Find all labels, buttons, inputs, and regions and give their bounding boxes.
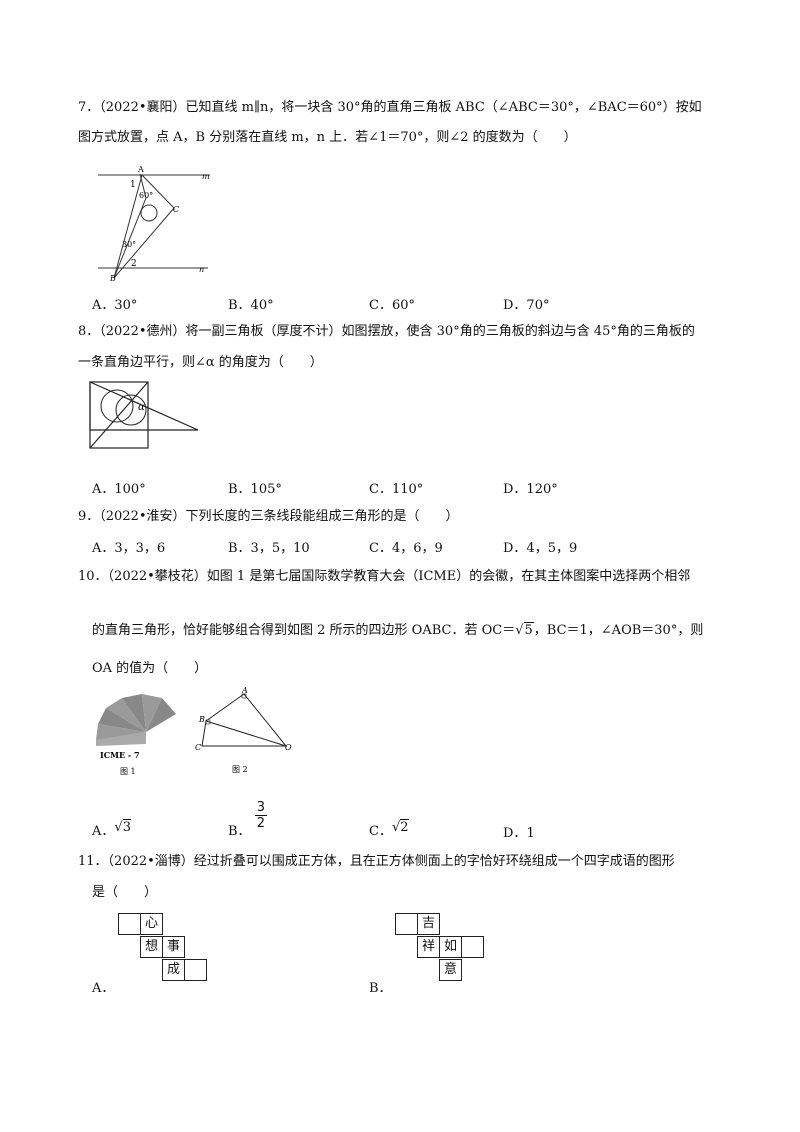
q11-option-b-label[interactable]: B．	[369, 981, 392, 996]
q10-option-a-sqrt-symbol: √	[114, 820, 123, 835]
q7-option-a[interactable]: A．30°	[92, 298, 138, 313]
q9-line1: 9．（2022•淮安）下列长度的三条线段能组成三角形的是（ ）	[78, 509, 459, 524]
q10-option-b[interactable]: B． 3 2	[228, 800, 267, 839]
q9-option-c[interactable]: C．4，6，9	[369, 541, 443, 556]
q11-line1: 11．（2022•淄博）经过折叠可以围成正方体，且在正方体侧面上的字恰好环绕组成…	[78, 854, 675, 869]
net-b-cell-4: 意	[439, 959, 462, 981]
net-a-cell-4: 成	[162, 959, 185, 981]
q8-label-alpha: α	[138, 402, 145, 413]
q8-figure: α	[89, 381, 199, 449]
q7-line2: 图方式放置，点 A，B 分别落在直线 m，n 上．若∠1＝70°，则∠2 的度数…	[78, 130, 577, 145]
q8-option-b[interactable]: B．105°	[228, 482, 282, 497]
q10-sqrt-symbol: √	[515, 623, 524, 638]
q7-label-60: 60°	[139, 191, 153, 200]
q10-option-b-denominator: 2	[256, 816, 265, 831]
q10-line1: 10．（2022•攀枝花）如图 1 是第七届国际数学教育大会（ICME）的会徽，…	[78, 569, 691, 584]
q7-label-1: 1	[130, 180, 136, 190]
net-a-cell-blank-2	[184, 959, 207, 981]
q10-line2-part-c: ，BC＝1，∠AOB＝30°，则	[533, 623, 704, 638]
q10-option-b-fraction: 3 2	[254, 800, 267, 831]
net-b-cell-1: 吉	[417, 913, 440, 935]
q8-option-d[interactable]: D．120°	[503, 482, 558, 497]
q10-option-a-prefix: A．	[92, 824, 115, 839]
q9-option-b[interactable]: B．3，5，10	[228, 541, 310, 556]
q11-line2: 是（ ）	[92, 885, 158, 900]
net-b-cell-blank-1	[395, 913, 418, 935]
q10-label-c: C	[195, 743, 201, 752]
q10-option-b-prefix: B．	[228, 824, 251, 839]
q9-option-d[interactable]: D．4，5，9	[503, 541, 578, 556]
q7-figure: A m 1 60° C 30° 2 n B	[98, 165, 210, 283]
q10-option-a[interactable]: A．√3	[92, 819, 131, 839]
q7-option-d[interactable]: D．70°	[503, 298, 550, 313]
net-a-cell-2: 想	[140, 936, 163, 958]
q10-option-c-sqrt-symbol: √	[391, 820, 401, 835]
q10-option-b-numerator: 3	[254, 800, 267, 816]
q7-label-b: B	[109, 274, 116, 283]
q10-label-b: B	[198, 715, 205, 724]
q7-option-c[interactable]: C．60°	[369, 298, 415, 313]
q10-option-d[interactable]: D．1	[503, 822, 535, 841]
q10-option-c-radicand: 2	[400, 819, 409, 835]
q10-figure1: ICME - 7 图 1	[96, 694, 176, 776]
q10-line2: 的直角三角形，恰好能够组合得到如图 2 所示的四边形 OABC．若 OC＝√5，…	[92, 622, 703, 640]
q10-sqrt-5: 5	[523, 622, 534, 638]
q9-option-a[interactable]: A．3，3，6	[92, 541, 166, 556]
net-b-cell-3: 如	[439, 936, 462, 958]
net-a-cell-3: 事	[162, 936, 185, 958]
q10-label-o: O	[285, 743, 292, 752]
q10-option-a-radicand: 3	[122, 819, 131, 835]
q10-option-c[interactable]: C．√2	[369, 819, 409, 839]
net-b-cell-blank-2	[461, 936, 484, 958]
q7-line1: 7．（2022•襄阳）已知直线 m∥n，将一块含 30°角的直角三角板 ABC（…	[78, 100, 702, 115]
q7-label-c: C	[173, 205, 179, 214]
q8-option-a[interactable]: A．100°	[92, 482, 146, 497]
q10-option-d-prefix: D．	[503, 826, 527, 841]
q10-line2-part-a: 的直角三角形，恰好能够组合得到如图 2 所示的四边形 OABC．若 OC＝	[92, 623, 516, 638]
q10-logo-text: ICME - 7	[100, 750, 140, 760]
q10-option-c-prefix: C．	[369, 824, 392, 839]
q7-label-2: 2	[131, 259, 137, 269]
q8-option-c[interactable]: C．110°	[369, 482, 424, 497]
q8-line1: 8．（2022•德州）将一副三角板（厚度不计）如图摆放，使含 30°角的三角板的…	[78, 324, 695, 339]
net-b-cell-2: 祥	[417, 936, 440, 958]
net-a-cell-blank-1	[118, 913, 141, 935]
q10-figure2-caption: 图 2	[232, 765, 248, 774]
q8-line2: 一条直角边平行，则∠α 的角度为（ ）	[78, 355, 323, 370]
q10-option-d-value: 1	[526, 826, 535, 841]
q10-label-a: A	[241, 686, 248, 695]
q11-option-a-label[interactable]: A．	[92, 981, 115, 996]
q7-label-30: 30°	[122, 240, 136, 249]
net-a-cell-1: 心	[140, 913, 163, 935]
q7-label-a: A	[137, 165, 144, 174]
q10-figure1-caption: 图 1	[120, 767, 136, 776]
q7-label-n: n	[199, 265, 204, 274]
q10-line3: OA 的值为（ ）	[92, 661, 208, 676]
q10-figure2: A B C O 图 2	[195, 686, 292, 774]
q7-label-m: m	[202, 172, 210, 181]
q7-option-b[interactable]: B．40°	[228, 298, 274, 313]
